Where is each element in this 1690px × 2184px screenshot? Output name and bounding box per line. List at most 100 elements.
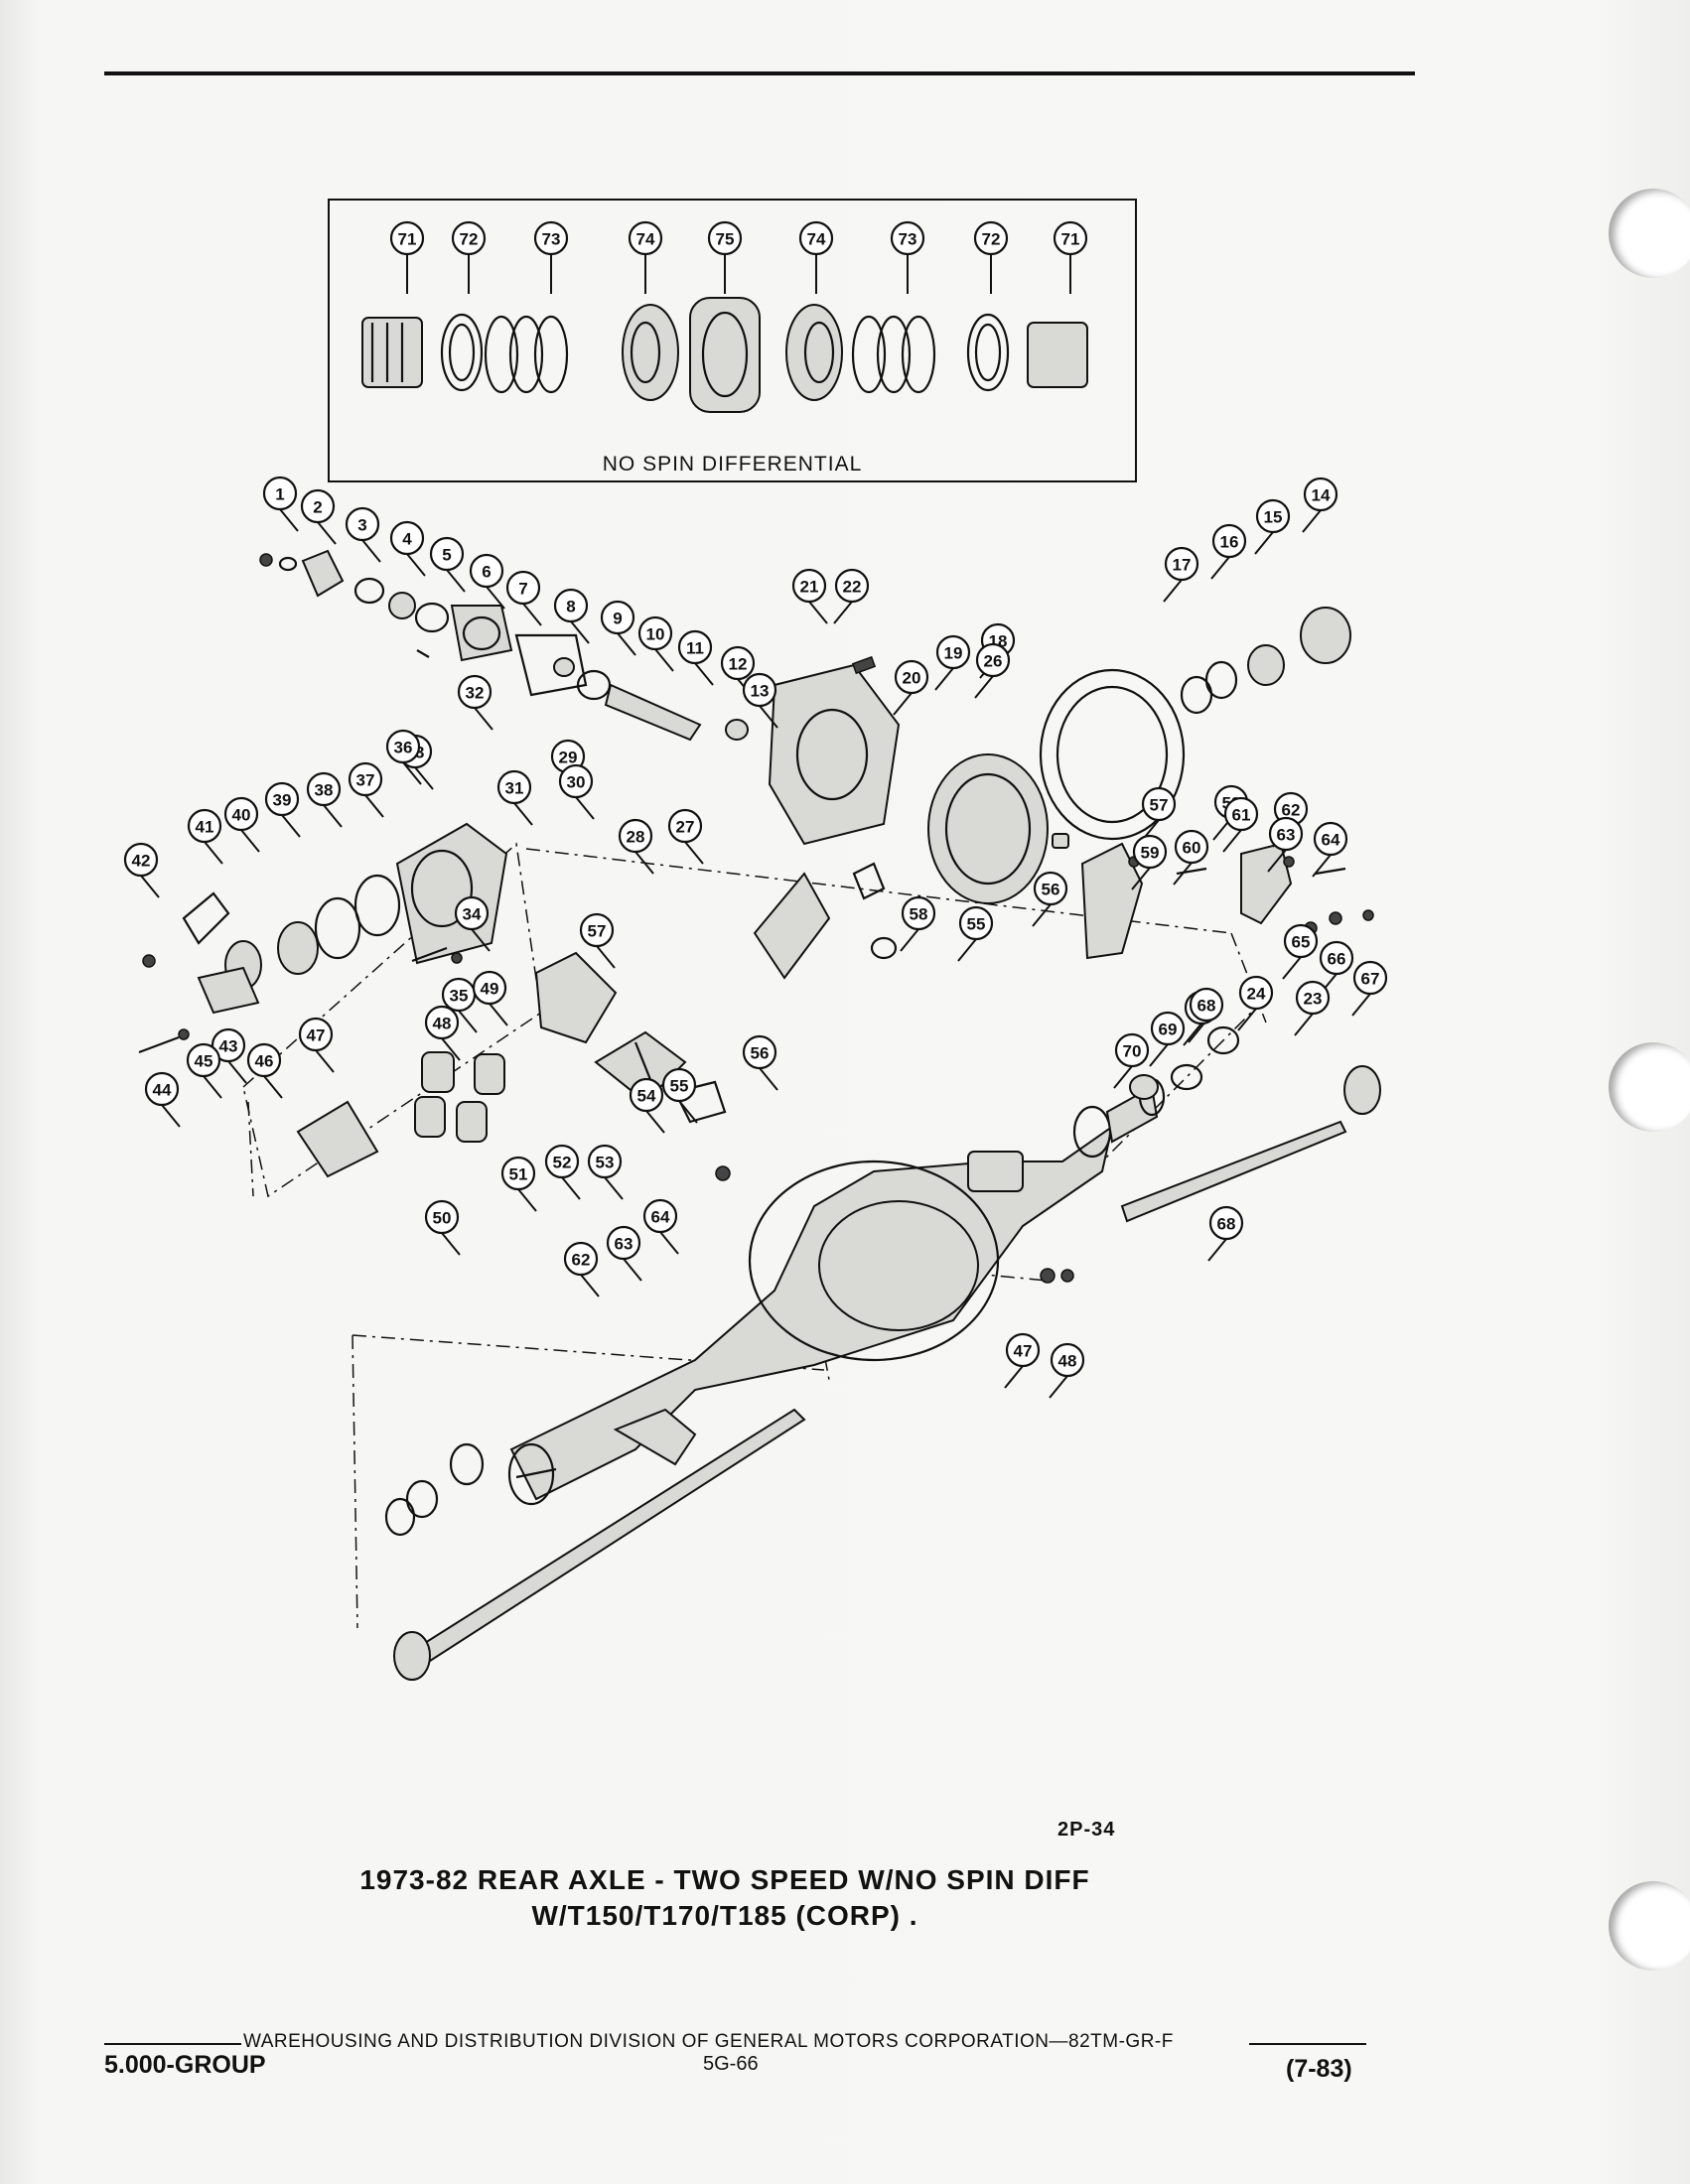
callout-number: 9 <box>613 610 622 628</box>
callout-31: 31 <box>496 769 532 805</box>
callout-10: 10 <box>637 615 673 651</box>
leader-line <box>580 1274 600 1297</box>
callout-number: 31 <box>505 779 524 798</box>
callout-circle <box>798 220 834 256</box>
leader-line <box>596 945 616 969</box>
callout-number: 60 <box>1183 839 1201 858</box>
callout-circle <box>606 1225 641 1261</box>
callout-number: 54 <box>637 1087 656 1106</box>
callout-36: 36 <box>385 729 421 764</box>
callout-circle <box>1005 1332 1041 1368</box>
leader-line <box>694 662 714 686</box>
callout-53: 53 <box>587 1144 623 1179</box>
callout-number: 64 <box>1322 831 1340 850</box>
callout-circle <box>1114 1032 1150 1068</box>
leader-line <box>957 938 977 962</box>
callout-48: 48 <box>424 1005 460 1040</box>
callout-circle <box>667 808 703 844</box>
callout-number: 68 <box>1217 1215 1236 1234</box>
callout-71: 71 <box>1053 220 1088 256</box>
callout-50: 50 <box>424 1199 460 1235</box>
callout-number: 38 <box>315 781 334 800</box>
callout-number: 17 <box>1173 556 1192 575</box>
callout-number: 30 <box>567 773 586 792</box>
callout-39: 39 <box>264 781 300 817</box>
callout-circle <box>264 781 300 817</box>
callout-number: 73 <box>542 230 561 249</box>
leader-arrows <box>140 254 1371 1399</box>
callout-circle <box>618 818 653 854</box>
callout-circle <box>1283 923 1319 959</box>
callout-circle <box>123 842 159 878</box>
leader-line <box>513 802 533 826</box>
callout-65: 65 <box>1283 923 1319 959</box>
leader-line <box>1173 862 1193 886</box>
callout-circle <box>385 729 421 764</box>
callout-number: 58 <box>910 905 928 924</box>
callout-68: 68 <box>1189 987 1224 1023</box>
callout-number: 7 <box>518 580 527 599</box>
callout-circle <box>505 570 541 606</box>
callout-number: 62 <box>1282 801 1301 820</box>
callout-number: 47 <box>307 1026 326 1045</box>
callout-number: 34 <box>463 905 482 924</box>
callout-number: 61 <box>1232 806 1251 825</box>
callout-circle <box>424 1005 460 1040</box>
callout-1: 1 <box>262 476 298 511</box>
callout-circle <box>553 588 589 623</box>
callout-26: 26 <box>975 642 1011 678</box>
footer-date: (7-83) <box>1286 2055 1352 2083</box>
leader-line <box>1294 1013 1314 1036</box>
callout-number: 73 <box>899 230 917 249</box>
callout-57: 57 <box>579 912 615 948</box>
callout-number: 15 <box>1264 508 1283 527</box>
callout-number: 56 <box>1042 881 1060 899</box>
leader-line <box>570 620 590 644</box>
leader-line <box>474 707 493 731</box>
leader-line <box>441 1232 461 1256</box>
callout-circle <box>791 568 827 604</box>
callout-number: 47 <box>1014 1342 1033 1361</box>
callout-55: 55 <box>661 1067 697 1103</box>
callout-21: 21 <box>791 568 827 604</box>
callout-number: 4 <box>402 530 412 549</box>
leader-line <box>1210 556 1230 580</box>
callout-circle <box>677 629 713 665</box>
callout-69: 69 <box>1150 1011 1186 1046</box>
callout-72: 72 <box>451 220 487 256</box>
callout-47: 47 <box>1005 1332 1041 1368</box>
callout-number: 41 <box>196 818 214 837</box>
callout-60: 60 <box>1174 829 1209 865</box>
callout-56: 56 <box>742 1034 777 1070</box>
leader-line <box>281 814 301 838</box>
leader-line <box>893 692 913 716</box>
callout-circle <box>973 220 1009 256</box>
callout-number: 57 <box>588 922 607 941</box>
leader-line <box>161 1104 181 1128</box>
leader-line <box>1113 1065 1133 1089</box>
callout-circle <box>298 1017 334 1052</box>
binder-hole-bottom <box>1609 1881 1690 1971</box>
callout-48: 48 <box>1050 1342 1085 1378</box>
callout-circle <box>496 769 532 805</box>
callout-circle <box>707 220 743 256</box>
callout-number: 43 <box>219 1037 238 1056</box>
callout-number: 22 <box>843 578 862 597</box>
binder-hole-middle <box>1609 1042 1690 1132</box>
callout-circle <box>223 796 259 832</box>
callout-74: 74 <box>798 220 834 256</box>
callout-circle <box>1050 1342 1085 1378</box>
callout-14: 14 <box>1303 477 1338 512</box>
callout-circle <box>563 1241 599 1277</box>
callout-46: 46 <box>246 1042 282 1078</box>
leader-line <box>900 928 919 952</box>
callout-62: 62 <box>1273 791 1309 827</box>
callout-number: 21 <box>800 578 819 597</box>
callout-circle <box>469 553 504 589</box>
callout-27: 27 <box>667 808 703 844</box>
callout-circle <box>901 895 936 931</box>
callout-54: 54 <box>629 1077 664 1113</box>
callout-circle <box>262 476 298 511</box>
leader-line <box>1049 1375 1068 1399</box>
